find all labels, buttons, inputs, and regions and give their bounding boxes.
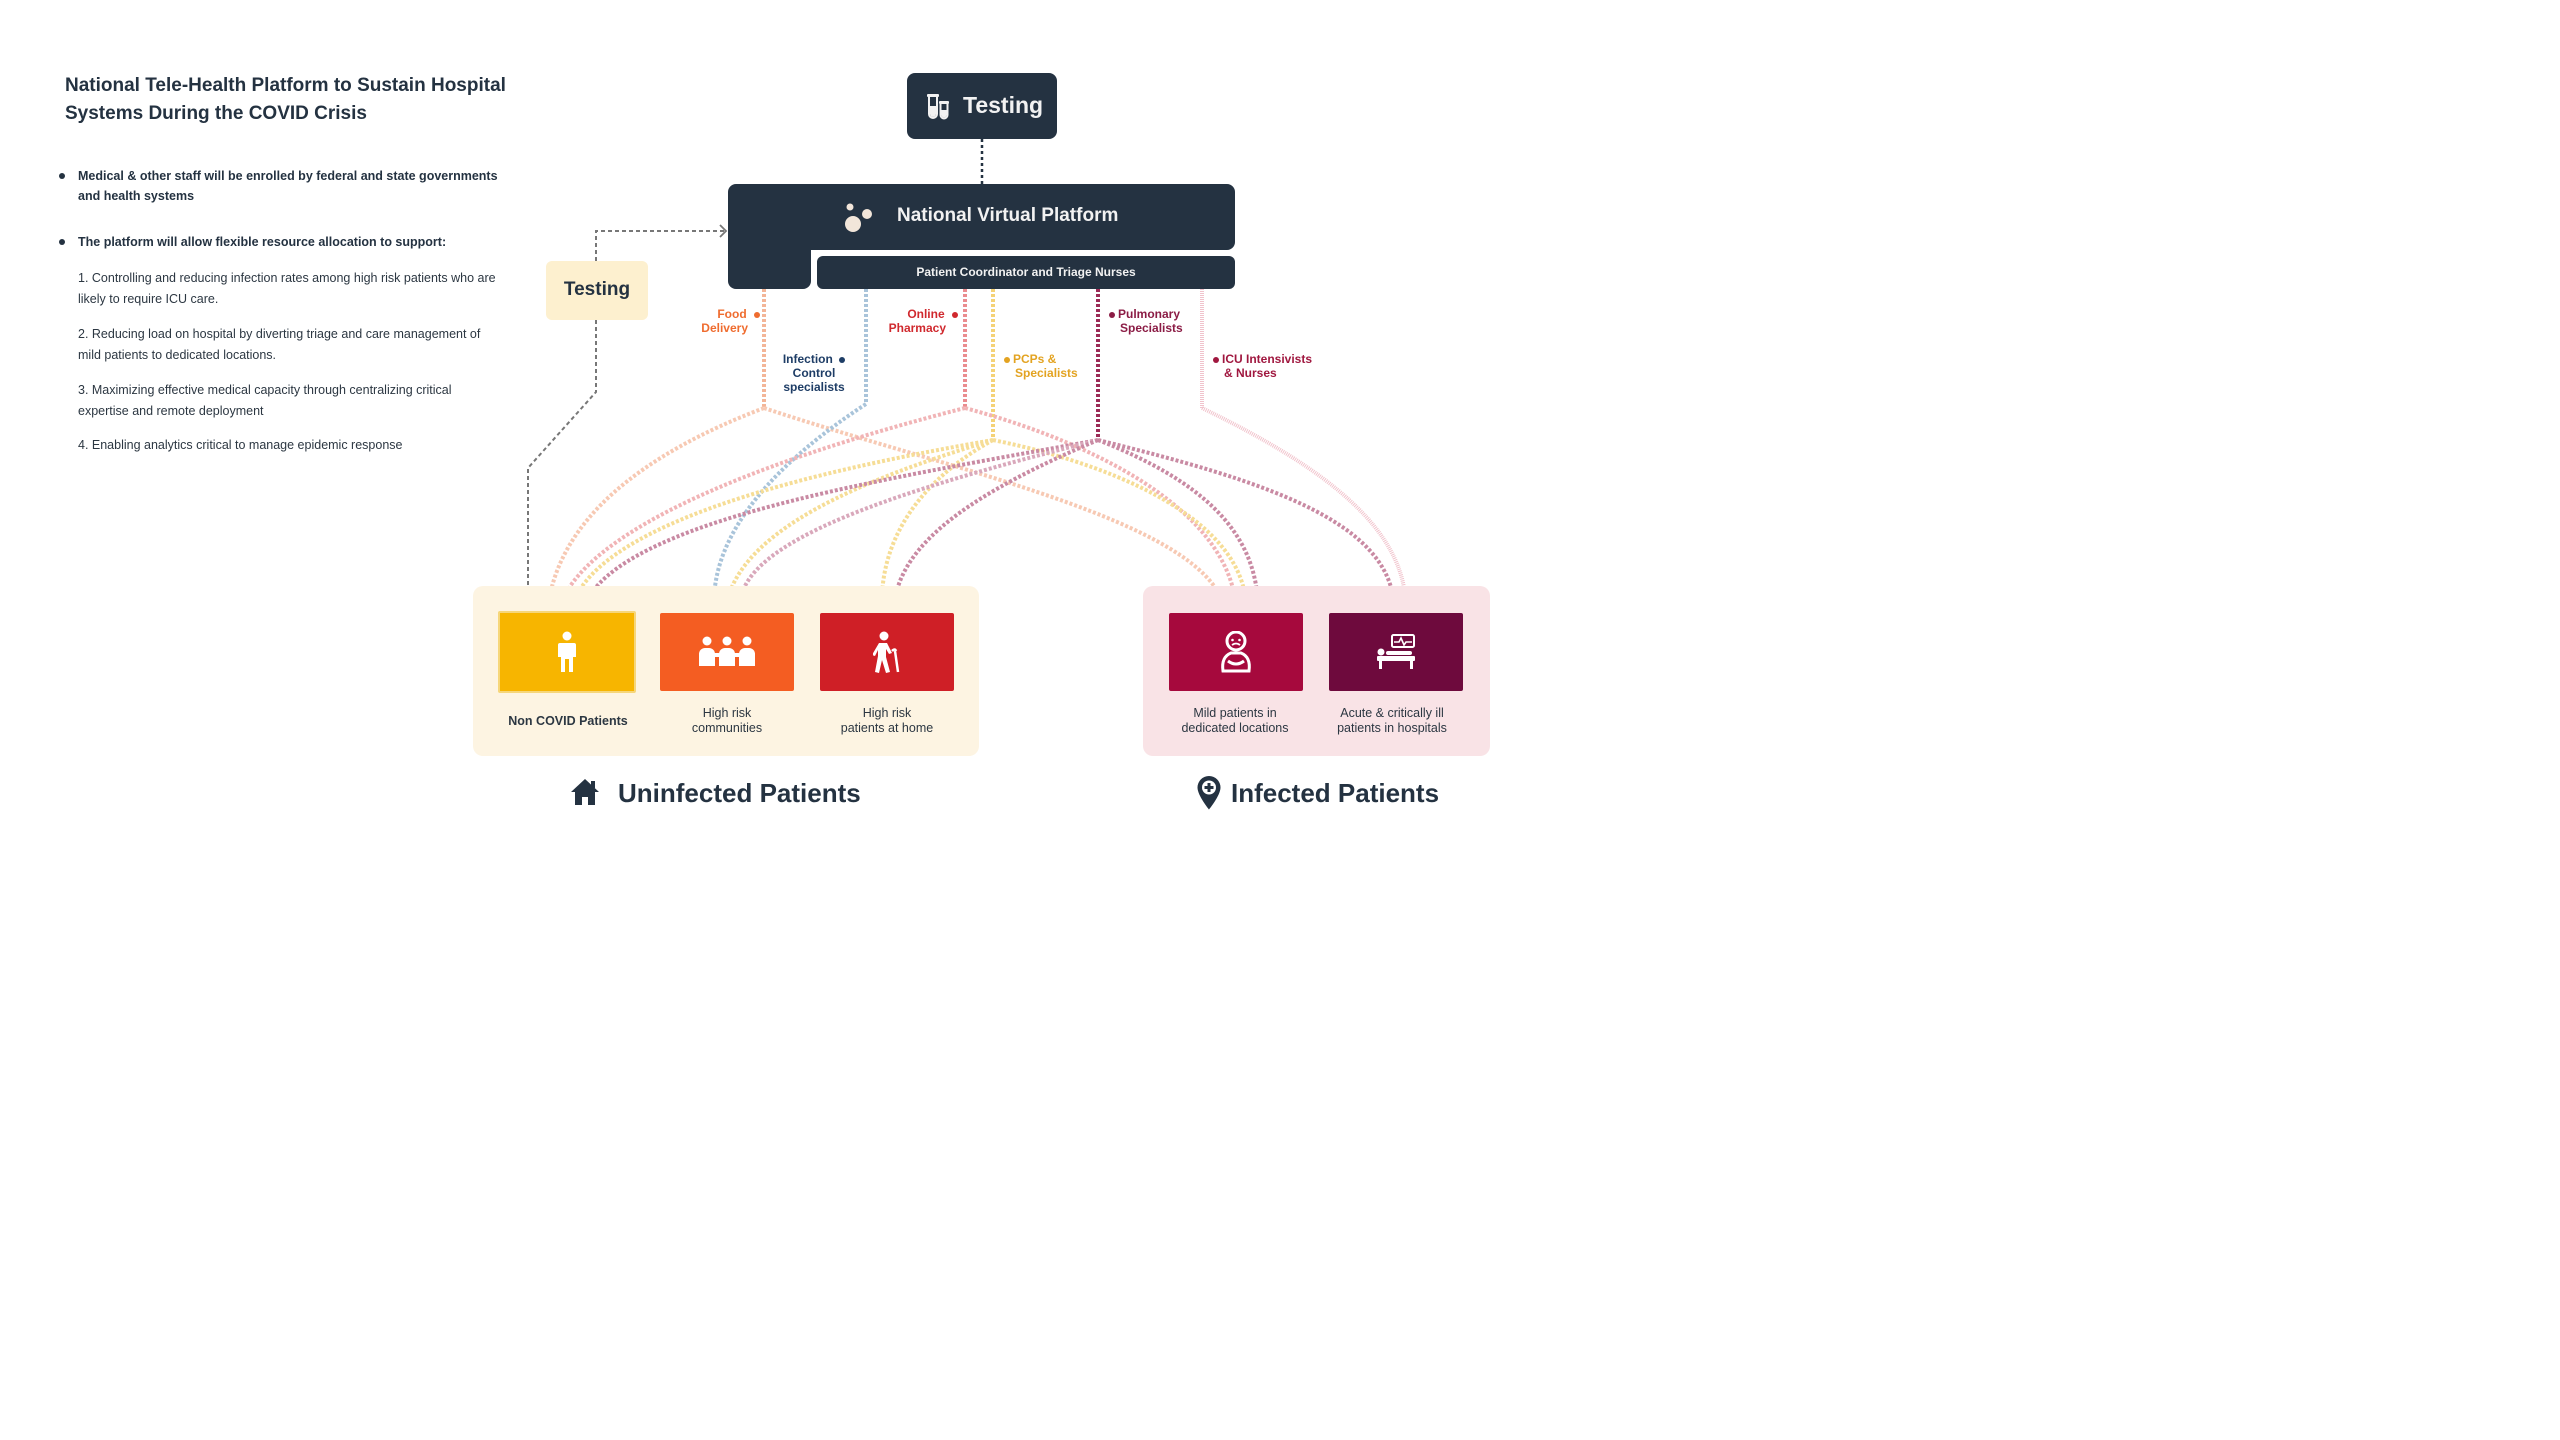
pulmonary-line1: Pulmonary	[1118, 307, 1181, 321]
food-line2: Delivery	[701, 321, 748, 335]
communities-line1: High risk	[702, 706, 752, 720]
test-tubes-icon	[927, 94, 949, 120]
pulmonary-to-home	[892, 438, 1099, 607]
point-3: 3. Maximizing effective medical capacity…	[78, 383, 452, 418]
pulmonary-line2: Specialists	[1120, 321, 1183, 335]
home-line2: patients at home	[840, 721, 934, 735]
group-icon	[699, 636, 755, 666]
specialist-infection-control: Infection Control specialists	[766, 352, 862, 394]
infection-to-communities	[711, 402, 868, 607]
house-icon	[571, 779, 599, 805]
page-title: National Tele-Health Platform to Sustain…	[65, 75, 506, 124]
coordinator-bar: Patient Coordinator and Triage Nurses	[817, 256, 1235, 289]
pharmacy-to-mild	[964, 406, 1238, 607]
pharmacy-to-non-covid	[558, 406, 966, 607]
testing-top-label: Testing	[963, 92, 1044, 118]
pcps-dot	[1004, 356, 1010, 363]
location-plus-icon	[1197, 776, 1221, 810]
specialist-food-delivery: Food Delivery	[680, 307, 760, 335]
testing-box-left: Testing	[546, 261, 648, 320]
point-4: 4. Enabling analytics critical to manage…	[78, 438, 403, 452]
pharmacy-dot	[952, 311, 958, 318]
non-covid-line1: Non COVID Patients	[508, 714, 628, 728]
specialist-online-pharmacy: Online Pharmacy	[876, 307, 958, 335]
uninfected-group-title: Uninfected Patients	[618, 778, 861, 808]
point-2: 2. Reducing load on hospital by divertin…	[78, 327, 481, 362]
caption-acute-patients: Acute & critically ill patients in hospi…	[1302, 706, 1482, 736]
infection-line3: specialists	[783, 380, 845, 394]
acute-line1: Acute & critically ill	[1340, 706, 1444, 720]
testing-to-platform-arrow	[595, 224, 728, 261]
infected-group-title: Infected Patients	[1231, 778, 1440, 808]
pulmonary-to-communities	[738, 438, 1099, 607]
platform-label: National Virtual Platform	[897, 205, 1119, 226]
pcps-to-home	[879, 438, 994, 607]
food-dot	[754, 311, 760, 318]
pcps-line2: Specialists	[1015, 366, 1078, 380]
person-icon	[558, 631, 576, 672]
pcps-line1: PCPs &	[1013, 352, 1057, 366]
caption-high-risk-home: High risk patients at home	[797, 706, 977, 736]
pulmonary-dot	[1109, 311, 1115, 318]
infection-dot	[839, 356, 846, 363]
infection-line2: Control	[792, 366, 836, 380]
specialist-pulmonary: Pulmonary Specialists	[1109, 307, 1199, 335]
pharmacy-line1: Online	[907, 307, 945, 321]
tile-high-risk-home	[820, 613, 954, 691]
food-to-mild	[763, 406, 1226, 607]
home-line1: High risk	[862, 706, 912, 720]
icu-to-acute	[1201, 406, 1408, 607]
pulmonary-to-acute	[1097, 438, 1396, 607]
icu-dot	[1213, 356, 1219, 363]
testing-left-label: Testing	[563, 279, 631, 300]
caption-high-risk-communities: High risk communities	[637, 706, 817, 736]
pharmacy-line2: Pharmacy	[888, 321, 946, 335]
food-to-non-covid	[546, 406, 765, 607]
mild-line2: dedicated locations	[1181, 721, 1289, 735]
specialist-pcps: PCPs & Specialists	[1004, 352, 1094, 380]
bullet-staff-enrollment: Medical & other staff will be enrolled b…	[59, 166, 498, 206]
sick-person-icon	[1221, 631, 1251, 673]
tile-non-covid	[498, 611, 636, 693]
tile-mild-patients	[1169, 613, 1303, 691]
food-line1: Food	[717, 307, 747, 321]
pcps-to-non-covid	[570, 438, 994, 607]
caption-non-covid: Non COVID Patients	[478, 714, 658, 729]
connector-lines	[521, 139, 1408, 610]
coordinator-label: Patient Coordinator and Triage Nurses	[916, 265, 1136, 279]
pulmonary-to-non-covid	[582, 438, 1099, 607]
national-virtual-platform-box: National Virtual Platform	[728, 184, 1235, 250]
tile-high-risk-communities	[660, 613, 794, 691]
specialist-icu: ICU Intensivists & Nurses	[1213, 352, 1333, 380]
elderly-person-icon	[873, 631, 900, 673]
acute-line2: patients in hospitals	[1337, 721, 1447, 735]
testing-to-non-covid-arrow	[521, 320, 597, 610]
bubbles-icon	[845, 203, 872, 232]
pcps-to-communities	[724, 438, 994, 607]
mild-line1: Mild patients in	[1193, 706, 1277, 720]
infection-line1: Infection	[782, 352, 833, 366]
communities-line2: communities	[691, 721, 763, 735]
icu-line2: & Nurses	[1224, 366, 1277, 380]
caption-mild-patients: Mild patients in dedicated locations	[1145, 706, 1325, 736]
bullet-resource-allocation: The platform will allow flexible resourc…	[59, 232, 498, 252]
point-1: 1. Controlling and reducing infection ra…	[78, 271, 496, 306]
tile-acute-patients	[1329, 613, 1463, 691]
pulmonary-to-mild	[1097, 438, 1260, 607]
icu-line1: ICU Intensivists	[1222, 352, 1313, 366]
testing-box-top: Testing	[907, 73, 1057, 139]
hospital-bed-icon	[1377, 634, 1415, 669]
